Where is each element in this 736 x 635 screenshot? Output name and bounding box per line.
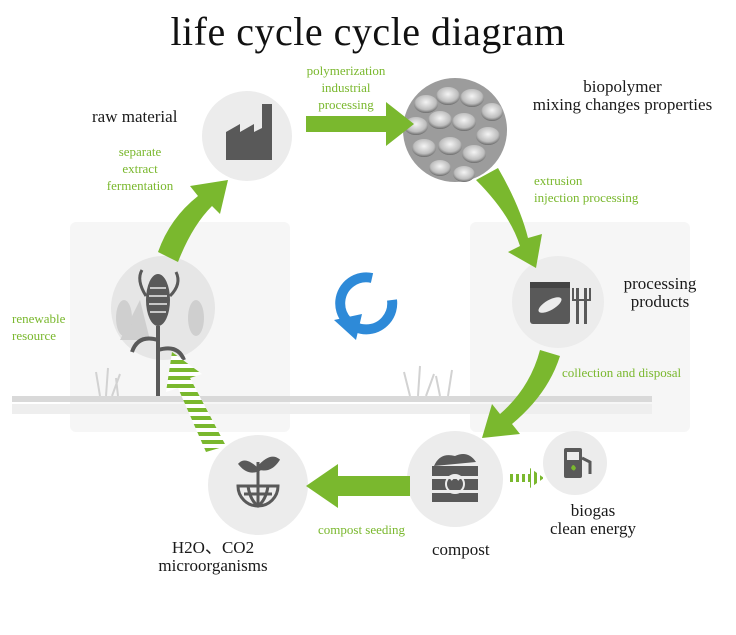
step-polymerization-line-3: processing	[318, 97, 374, 112]
grass-right-icon	[403, 365, 453, 397]
fuel-pump-icon	[564, 448, 592, 478]
step-polymerization-line-2: industrial	[321, 80, 371, 95]
globe-sprout-icon	[236, 456, 281, 508]
step-extrusion-line-1: extrusion	[534, 173, 583, 188]
step-collection: collection and disposal	[562, 365, 682, 380]
step-extrusion-line-2: injection processing	[534, 190, 639, 205]
arrow-renewable-to-raw	[158, 180, 228, 262]
step-separate-line-3: fermentation	[106, 178, 174, 193]
step-compost-seeding: compost seeding	[318, 522, 406, 537]
factory-icon	[226, 104, 272, 160]
label-processing-line-2: products	[630, 292, 690, 311]
label-processing-products: processing products	[610, 275, 710, 311]
arrow-compost-to-h2o	[306, 464, 410, 508]
step-renewable-line-1: renewable	[12, 311, 66, 326]
label-biogas: biogas clean energy	[538, 502, 648, 538]
label-h2o-co2: H2O、CO2 microorganisms	[148, 539, 278, 575]
label-biopolymer: biopolymer mixing changes properties	[515, 78, 730, 114]
corn-plant-icon	[116, 269, 204, 396]
step-renewable-line-2: resource	[12, 328, 57, 343]
step-extrusion: extrusion injection processing	[534, 172, 638, 206]
label-biogas-line-1: biogas	[570, 501, 616, 520]
label-raw-material: raw material	[92, 107, 178, 126]
arrow-raw-to-biopolymer	[306, 102, 414, 146]
step-renewable-resource: renewable resource	[12, 310, 65, 344]
label-h2o-line-2: microorganisms	[158, 556, 268, 575]
step-separate: separate extract fermentation	[90, 143, 190, 194]
ground-line	[12, 396, 652, 414]
package-utensils-icon	[530, 282, 591, 324]
label-biogas-line-2: clean energy	[549, 519, 637, 538]
grass-left-icon	[95, 367, 121, 397]
arrow-products-to-compost	[482, 350, 560, 438]
arrow-h2o-to-renewable	[166, 352, 226, 452]
page-title: life cycle cycle diagram	[170, 9, 566, 54]
refresh-icon	[334, 272, 398, 340]
pellets-image	[403, 78, 507, 182]
label-biopolymer-line-2: mixing changes properties	[532, 95, 713, 114]
label-biopolymer-line-1: biopolymer	[583, 77, 662, 96]
label-compost: compost	[432, 540, 490, 559]
step-polymerization: polymerization industrial processing	[296, 62, 396, 113]
label-processing-line-1: processing	[623, 274, 697, 293]
step-separate-line-1: separate	[118, 144, 162, 159]
step-separate-line-2: extract	[122, 161, 158, 176]
arrow-compost-to-biogas	[510, 468, 544, 488]
arrow-biopolymer-to-products	[476, 168, 542, 268]
label-h2o-line-1: H2O、CO2	[171, 538, 255, 557]
compost-bin-icon	[432, 454, 478, 502]
step-polymerization-line-1: polymerization	[306, 63, 386, 78]
